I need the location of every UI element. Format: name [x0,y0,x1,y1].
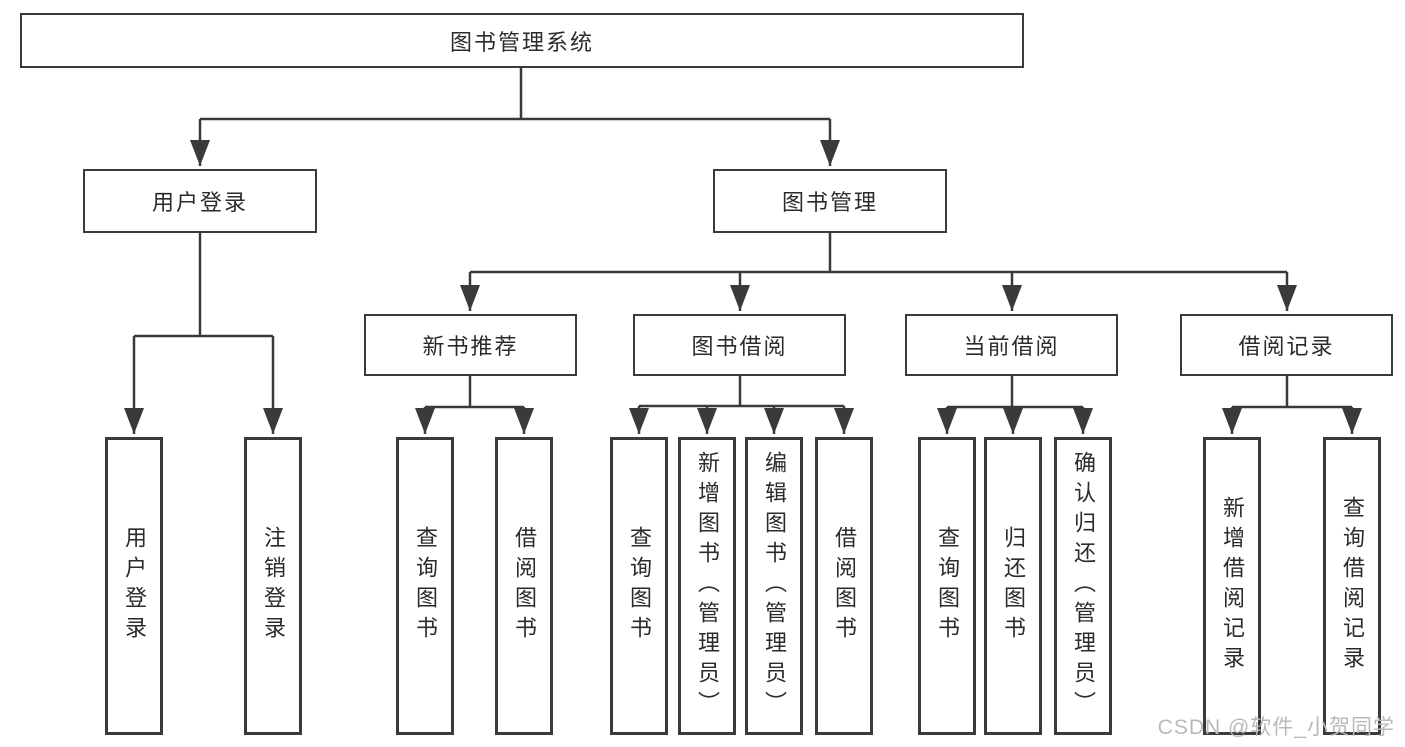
leaf-borrow-books-recommend: 借阅图书 [495,437,553,735]
leaf-confirm-return-admin-label: 确认归还（管理员） [1071,451,1096,721]
leaf-borrow-books-recommend-label: 借阅图书 [512,526,537,646]
leaf-borrow-books-label: 借阅图书 [832,526,857,646]
leaf-logout: 注销登录 [244,437,302,735]
node-book-management-label: 图书管理 [781,190,878,215]
leaf-query-borrow-record-label: 查询借阅记录 [1340,496,1365,676]
node-current-borrow-label: 当前借阅 [963,334,1060,359]
leaf-add-borrow-record-label: 新增借阅记录 [1220,496,1245,676]
node-new-book-recommend-label: 新书推荐 [422,334,519,359]
leaf-query-books-current: 查询图书 [918,437,976,735]
leaf-edit-books-admin-label: 编辑图书（管理员） [762,451,787,721]
leaf-query-books-recommend-label: 查询图书 [413,526,438,646]
leaf-query-borrow-record: 查询借阅记录 [1323,437,1381,735]
leaf-query-books-current-label: 查询图书 [935,526,960,646]
node-user-login-label: 用户登录 [151,190,248,215]
node-book-borrow: 图书借阅 [633,314,846,376]
node-user-login: 用户登录 [83,169,317,233]
leaf-add-books-admin: 新增图书（管理员） [678,437,736,735]
node-borrow-records-label: 借阅记录 [1238,334,1335,359]
leaf-edit-books-admin: 编辑图书（管理员） [745,437,803,735]
node-book-borrow-label: 图书借阅 [691,334,788,359]
leaf-logout-label: 注销登录 [261,526,286,646]
leaf-return-books-label: 归还图书 [1001,526,1026,646]
leaf-borrow-books: 借阅图书 [815,437,873,735]
leaf-user-login: 用户登录 [105,437,163,735]
leaf-return-books: 归还图书 [984,437,1042,735]
node-borrow-records: 借阅记录 [1180,314,1393,376]
node-root-label: 图书管理系统 [449,29,594,55]
node-new-book-recommend: 新书推荐 [364,314,577,376]
leaf-confirm-return-admin: 确认归还（管理员） [1054,437,1112,735]
leaf-add-borrow-record: 新增借阅记录 [1203,437,1261,735]
leaf-query-books-recommend: 查询图书 [396,437,454,735]
leaf-user-login-label: 用户登录 [122,526,147,646]
leaf-query-books-borrow: 查询图书 [610,437,668,735]
node-root-system: 图书管理系统 [20,13,1024,68]
leaf-add-books-admin-label: 新增图书（管理员） [695,451,720,721]
node-current-borrow: 当前借阅 [905,314,1118,376]
leaf-query-books-borrow-label: 查询图书 [627,526,652,646]
node-book-management: 图书管理 [713,169,947,233]
